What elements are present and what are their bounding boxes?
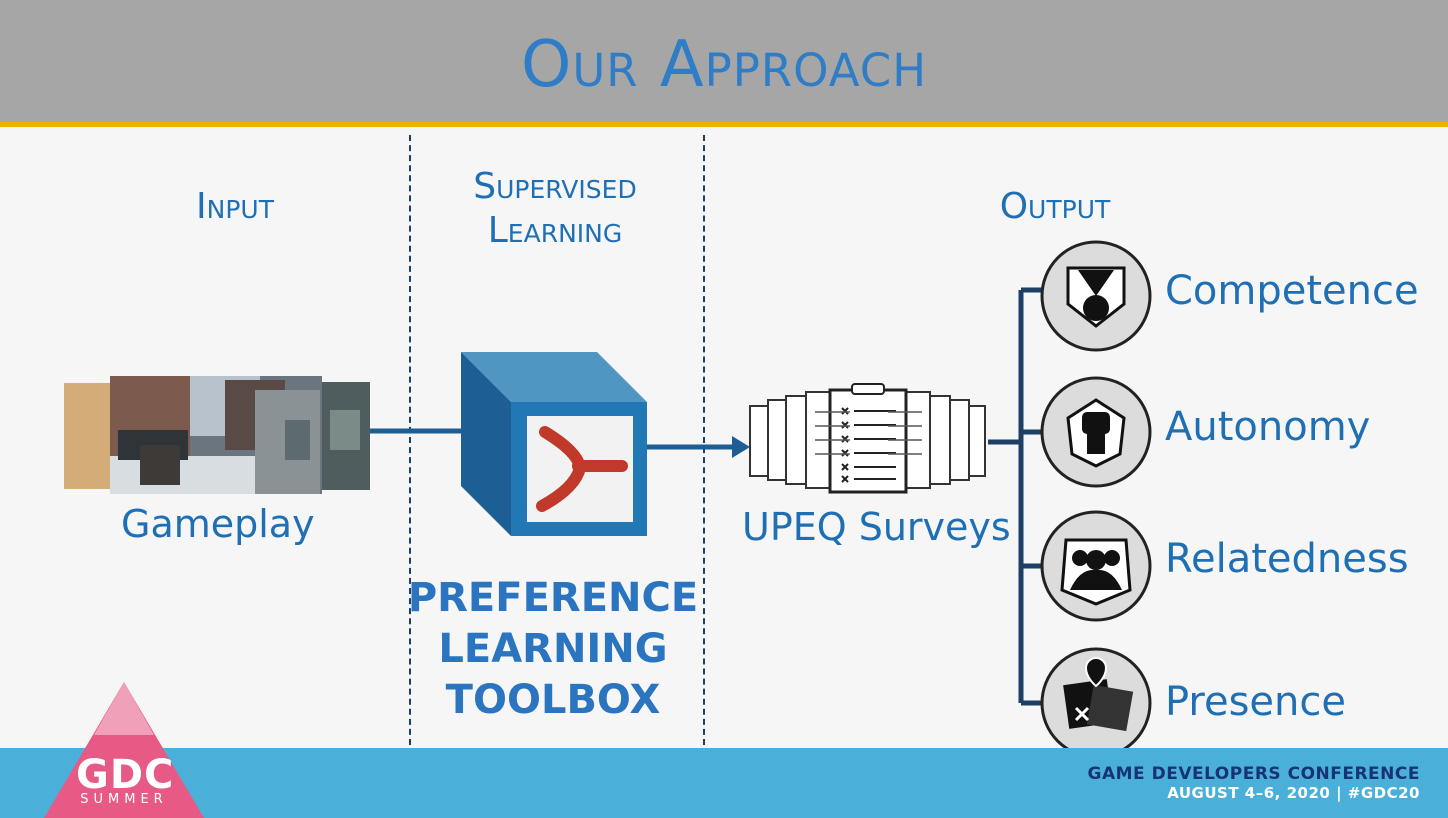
arrow-toolbox-to-surveys xyxy=(646,436,750,458)
output-label-autonomy: Autonomy xyxy=(1165,404,1371,450)
output-label-relatedness: Relatedness xyxy=(1165,536,1409,582)
preference-learning-logo-icon xyxy=(536,426,628,512)
slide-title: Our Approach xyxy=(520,28,928,102)
output-label-presence: Presence xyxy=(1165,679,1346,725)
survey-clipboards-icon xyxy=(749,383,986,494)
people-icon xyxy=(1040,510,1152,622)
output-label-competence: Competence xyxy=(1165,268,1419,314)
toolbox-cube xyxy=(461,352,647,536)
gdc-logo-subtext: SUMMER xyxy=(80,792,168,807)
supervised-heading: Supervised Learning xyxy=(420,165,690,253)
toolbox-label-line3: TOOLBOX xyxy=(445,677,661,723)
toolbox-label: PREFERENCE LEARNING TOOLBOX xyxy=(405,573,701,726)
conference-name: GAME DEVELOPERS CONFERENCE xyxy=(1087,764,1420,784)
divider-left xyxy=(409,135,411,745)
medal-icon xyxy=(1040,240,1152,352)
divider-right xyxy=(703,135,705,745)
gdc-logo-text: GDC xyxy=(76,752,175,798)
output-connector-tree xyxy=(988,287,1046,706)
supervised-heading-line2: Learning xyxy=(487,210,623,251)
title-bar xyxy=(0,0,1448,127)
input-heading: Input xyxy=(196,186,274,227)
surveys-label: UPEQ Surveys xyxy=(742,505,1011,549)
toolbox-label-line1: PREFERENCE xyxy=(407,575,699,621)
fist-icon xyxy=(1040,376,1152,488)
gameplay-label: Gameplay xyxy=(121,502,315,546)
map-pin-icon xyxy=(1040,647,1152,759)
conference-dates: AUGUST 4–6, 2020 | #GDC20 xyxy=(1167,784,1420,802)
toolbox-label-line2: LEARNING xyxy=(438,626,668,672)
footer-bar xyxy=(0,748,1448,818)
output-heading: Output xyxy=(999,186,1111,227)
supervised-heading-line1: Supervised xyxy=(473,166,637,207)
gameplay-image xyxy=(64,376,370,494)
